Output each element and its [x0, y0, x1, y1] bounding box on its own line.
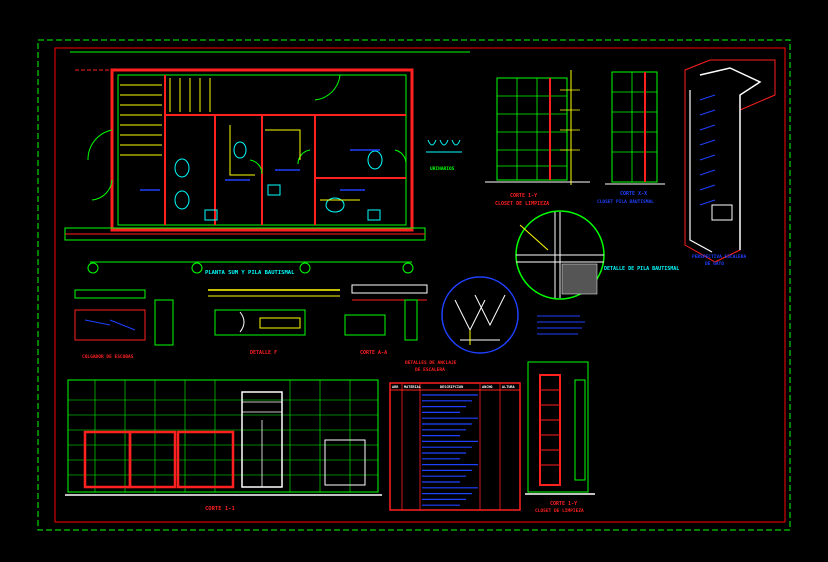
- notes-block: [537, 315, 585, 335]
- floor-plan: PLANTA SUM Y PILA BAUTISMAL URINARIOS: [64, 51, 470, 276]
- isometric-stair: PERSPECTIVA ESCALERA DE GATO: [684, 59, 776, 267]
- isometric-title-2: DE GATO: [705, 261, 724, 267]
- elevation-title: CORTE 1-1: [205, 506, 235, 512]
- table-header-cell: ARR: [392, 385, 399, 389]
- urinals-label: URINARIOS: [430, 166, 455, 172]
- section-aa-title: CORTE A-A: [360, 350, 387, 356]
- section-xx-sub: CLOSET PILA BAUTISMAL: [597, 199, 654, 205]
- inner-frame: [54, 47, 786, 523]
- plan-title: PLANTA SUM Y PILA BAUTISMAL: [205, 270, 295, 276]
- section-closet-1: CORTE 1-Y CLOSET DE LIMPIEZA: [485, 70, 590, 207]
- section-aa: CORTE A-A: [344, 284, 428, 356]
- closet-section-sub: CLOSET DE LIMPIEZA: [535, 508, 584, 514]
- detail-f: DETALLE F: [208, 289, 340, 356]
- broom-hanger-title: COLGADOR DE ESCOBAS: [82, 354, 134, 360]
- detail-f-title: DETALLE F: [250, 350, 277, 356]
- closet-section-bottom: CORTE 1-Y CLOSET DE LIMPIEZA: [525, 361, 595, 514]
- section-closet-2: CORTE X-X CLOSET PILA BAUTISMAL: [597, 71, 665, 205]
- stair-anchor-title-2: DE ESCALERA: [415, 367, 445, 373]
- closet-section-title: CORTE 1-Y: [550, 501, 577, 507]
- table-header-cell: DESCRIPCION: [440, 385, 463, 389]
- section-1y-sub: CLOSET DE LIMPIEZA: [495, 201, 549, 207]
- stair-anchor-detail: DETALLES DE ANCLAJE DE ESCALERA: [405, 276, 519, 373]
- table-header-cell: MATERIAL: [404, 385, 421, 389]
- section-1y-title: CORTE 1-Y: [510, 193, 537, 199]
- table-header-cell: ALTURA: [502, 385, 516, 389]
- isometric-title-1: PERSPECTIVA ESCALERA: [692, 254, 746, 260]
- baptismal-detail: DETALLE DE PILA BAUTISMAL: [515, 210, 679, 300]
- table-header-cell: ANCHO: [482, 385, 493, 389]
- schedule-table: ARR MATERIAL DESCRIPCION ANCHO ALTURA: [389, 382, 521, 511]
- stair-anchor-title-1: DETALLES DE ANCLAJE: [405, 360, 457, 366]
- baptismal-detail-title: DETALLE DE PILA BAUTISMAL: [604, 266, 679, 272]
- section-xx-title: CORTE X-X: [620, 191, 647, 197]
- broom-hanger-detail: COLGADOR DE ESCOBAS: [74, 289, 174, 360]
- elevation-1-1: CORTE 1-1: [65, 379, 382, 512]
- table-header: ARR MATERIAL DESCRIPCION ANCHO ALTURA: [392, 385, 516, 389]
